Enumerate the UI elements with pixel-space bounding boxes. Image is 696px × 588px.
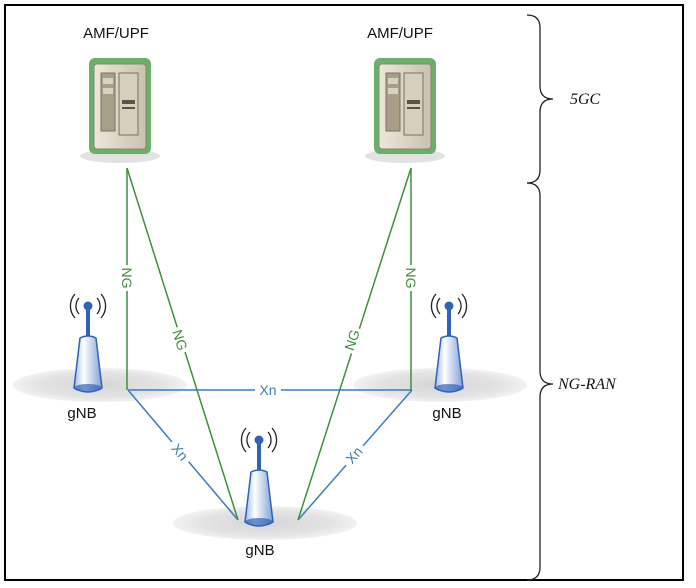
antenna-icon-right [430, 293, 468, 393]
gnb-label-left: gNB [67, 405, 96, 422]
ng-label-right-diagonal: NG [340, 325, 364, 355]
core-label-left: AMF/UPF [83, 25, 149, 42]
antenna-icon-bottom [240, 427, 278, 527]
svg-text:NG: NG [403, 268, 419, 289]
server-icon-right [364, 57, 446, 164]
ng-label-left-vertical: NG [119, 265, 135, 291]
gnb-label-right: gNB [432, 405, 461, 422]
svg-text:Xn: Xn [259, 382, 276, 398]
xn-label-horizontal: Xn [255, 382, 281, 398]
brace-5gc [526, 14, 554, 184]
antenna-icon-left [69, 293, 107, 393]
gnb-label-bottom: gNB [245, 542, 274, 559]
ng-label-right-vertical: NG [403, 265, 419, 291]
svg-text:NG: NG [341, 328, 363, 353]
region-label-5gc: 5GC [570, 91, 601, 108]
region-label-ng-ran: NG-RAN [557, 376, 617, 393]
core-label-right: AMF/UPF [367, 25, 433, 42]
ng-label-left-diagonal: NG [168, 325, 192, 355]
brace-ng-ran [526, 182, 554, 581]
svg-text:NG: NG [169, 328, 191, 353]
server-icon-left [79, 57, 161, 164]
svg-text:NG: NG [119, 268, 135, 289]
